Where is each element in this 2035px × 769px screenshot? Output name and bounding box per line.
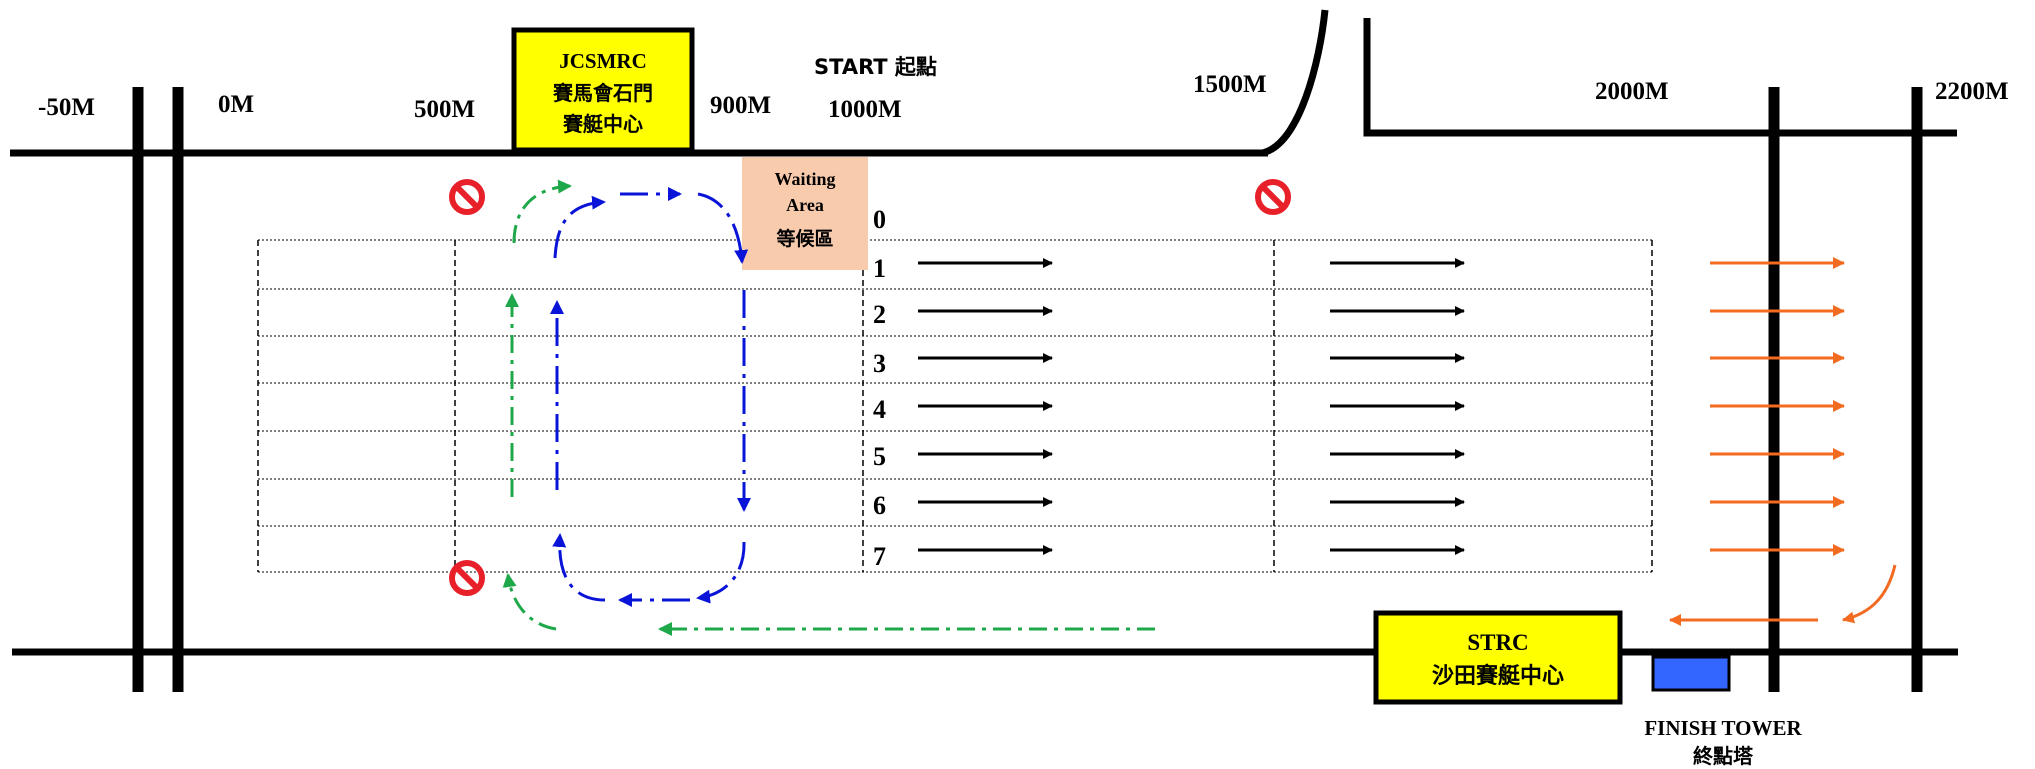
lane-number-6: 6 <box>873 491 886 520</box>
marker-2000m: 2000M <box>1595 78 1669 105</box>
finish-tower-zh: 終點塔 <box>1693 744 1754 768</box>
blue-warmup-path <box>550 187 751 607</box>
race-direction-arrows <box>918 258 1465 555</box>
no-entry-icon <box>449 179 485 215</box>
no-entry-icon <box>449 560 485 596</box>
jcsmrc-zh-line2: 賽艇中心 <box>562 112 643 136</box>
waiting-area-en-line2: Area <box>786 195 824 215</box>
lane-grid <box>257 239 1653 573</box>
green-warmup-path <box>502 179 1155 636</box>
finish-tower-en: FINISH TOWER <box>1644 716 1802 740</box>
jcsmrc-zh-line1: 賽馬會石門 <box>552 81 653 105</box>
lane-numbers: 0 1 2 3 4 5 6 7 <box>873 205 886 571</box>
marker-900m: 900M <box>710 92 771 119</box>
waiting-area-zh: 等候區 <box>775 227 833 250</box>
distance-labels: -50M 0M 500M 900M 1000M 1500M 2000M 2200… <box>38 55 2009 123</box>
post-finish-arrows <box>1669 257 1897 626</box>
lane-number-7: 7 <box>873 542 886 571</box>
start-label: START 起點 <box>814 55 937 79</box>
lane-number-3: 3 <box>873 349 886 378</box>
lane-number-1: 1 <box>873 254 886 283</box>
lane-number-2: 2 <box>873 300 886 329</box>
marker-500m: 500M <box>414 96 475 123</box>
jcsmrc-name: JCSMRC <box>559 49 647 73</box>
distance-posts <box>132 87 1923 692</box>
strc-zh: 沙田賽艇中心 <box>1432 663 1564 689</box>
finish-tower: FINISH TOWER 終點塔 <box>1644 655 1803 768</box>
upper-shoreline <box>10 9 1957 157</box>
lane-number-5: 5 <box>873 442 886 471</box>
marker-2200m: 2200M <box>1935 78 2009 105</box>
marker-1000m: 1000M <box>828 96 902 123</box>
marker-1500m: 1500M <box>1193 71 1267 98</box>
marker-minus-50m: -50M <box>38 94 95 121</box>
jcsmrc-box: JCSMRC 賽馬會石門 賽艇中心 <box>511 27 695 153</box>
lane-number-0: 0 <box>873 205 886 234</box>
waiting-area-en-line1: Waiting <box>774 169 835 189</box>
marker-0m: 0M <box>218 91 254 118</box>
waiting-area: Waiting Area 等候區 <box>742 157 868 270</box>
no-entry-icon <box>1255 179 1291 215</box>
strc-box: STRC 沙田賽艇中心 <box>1373 610 1623 705</box>
lane-number-4: 4 <box>873 395 886 424</box>
strc-name: STRC <box>1467 630 1528 655</box>
